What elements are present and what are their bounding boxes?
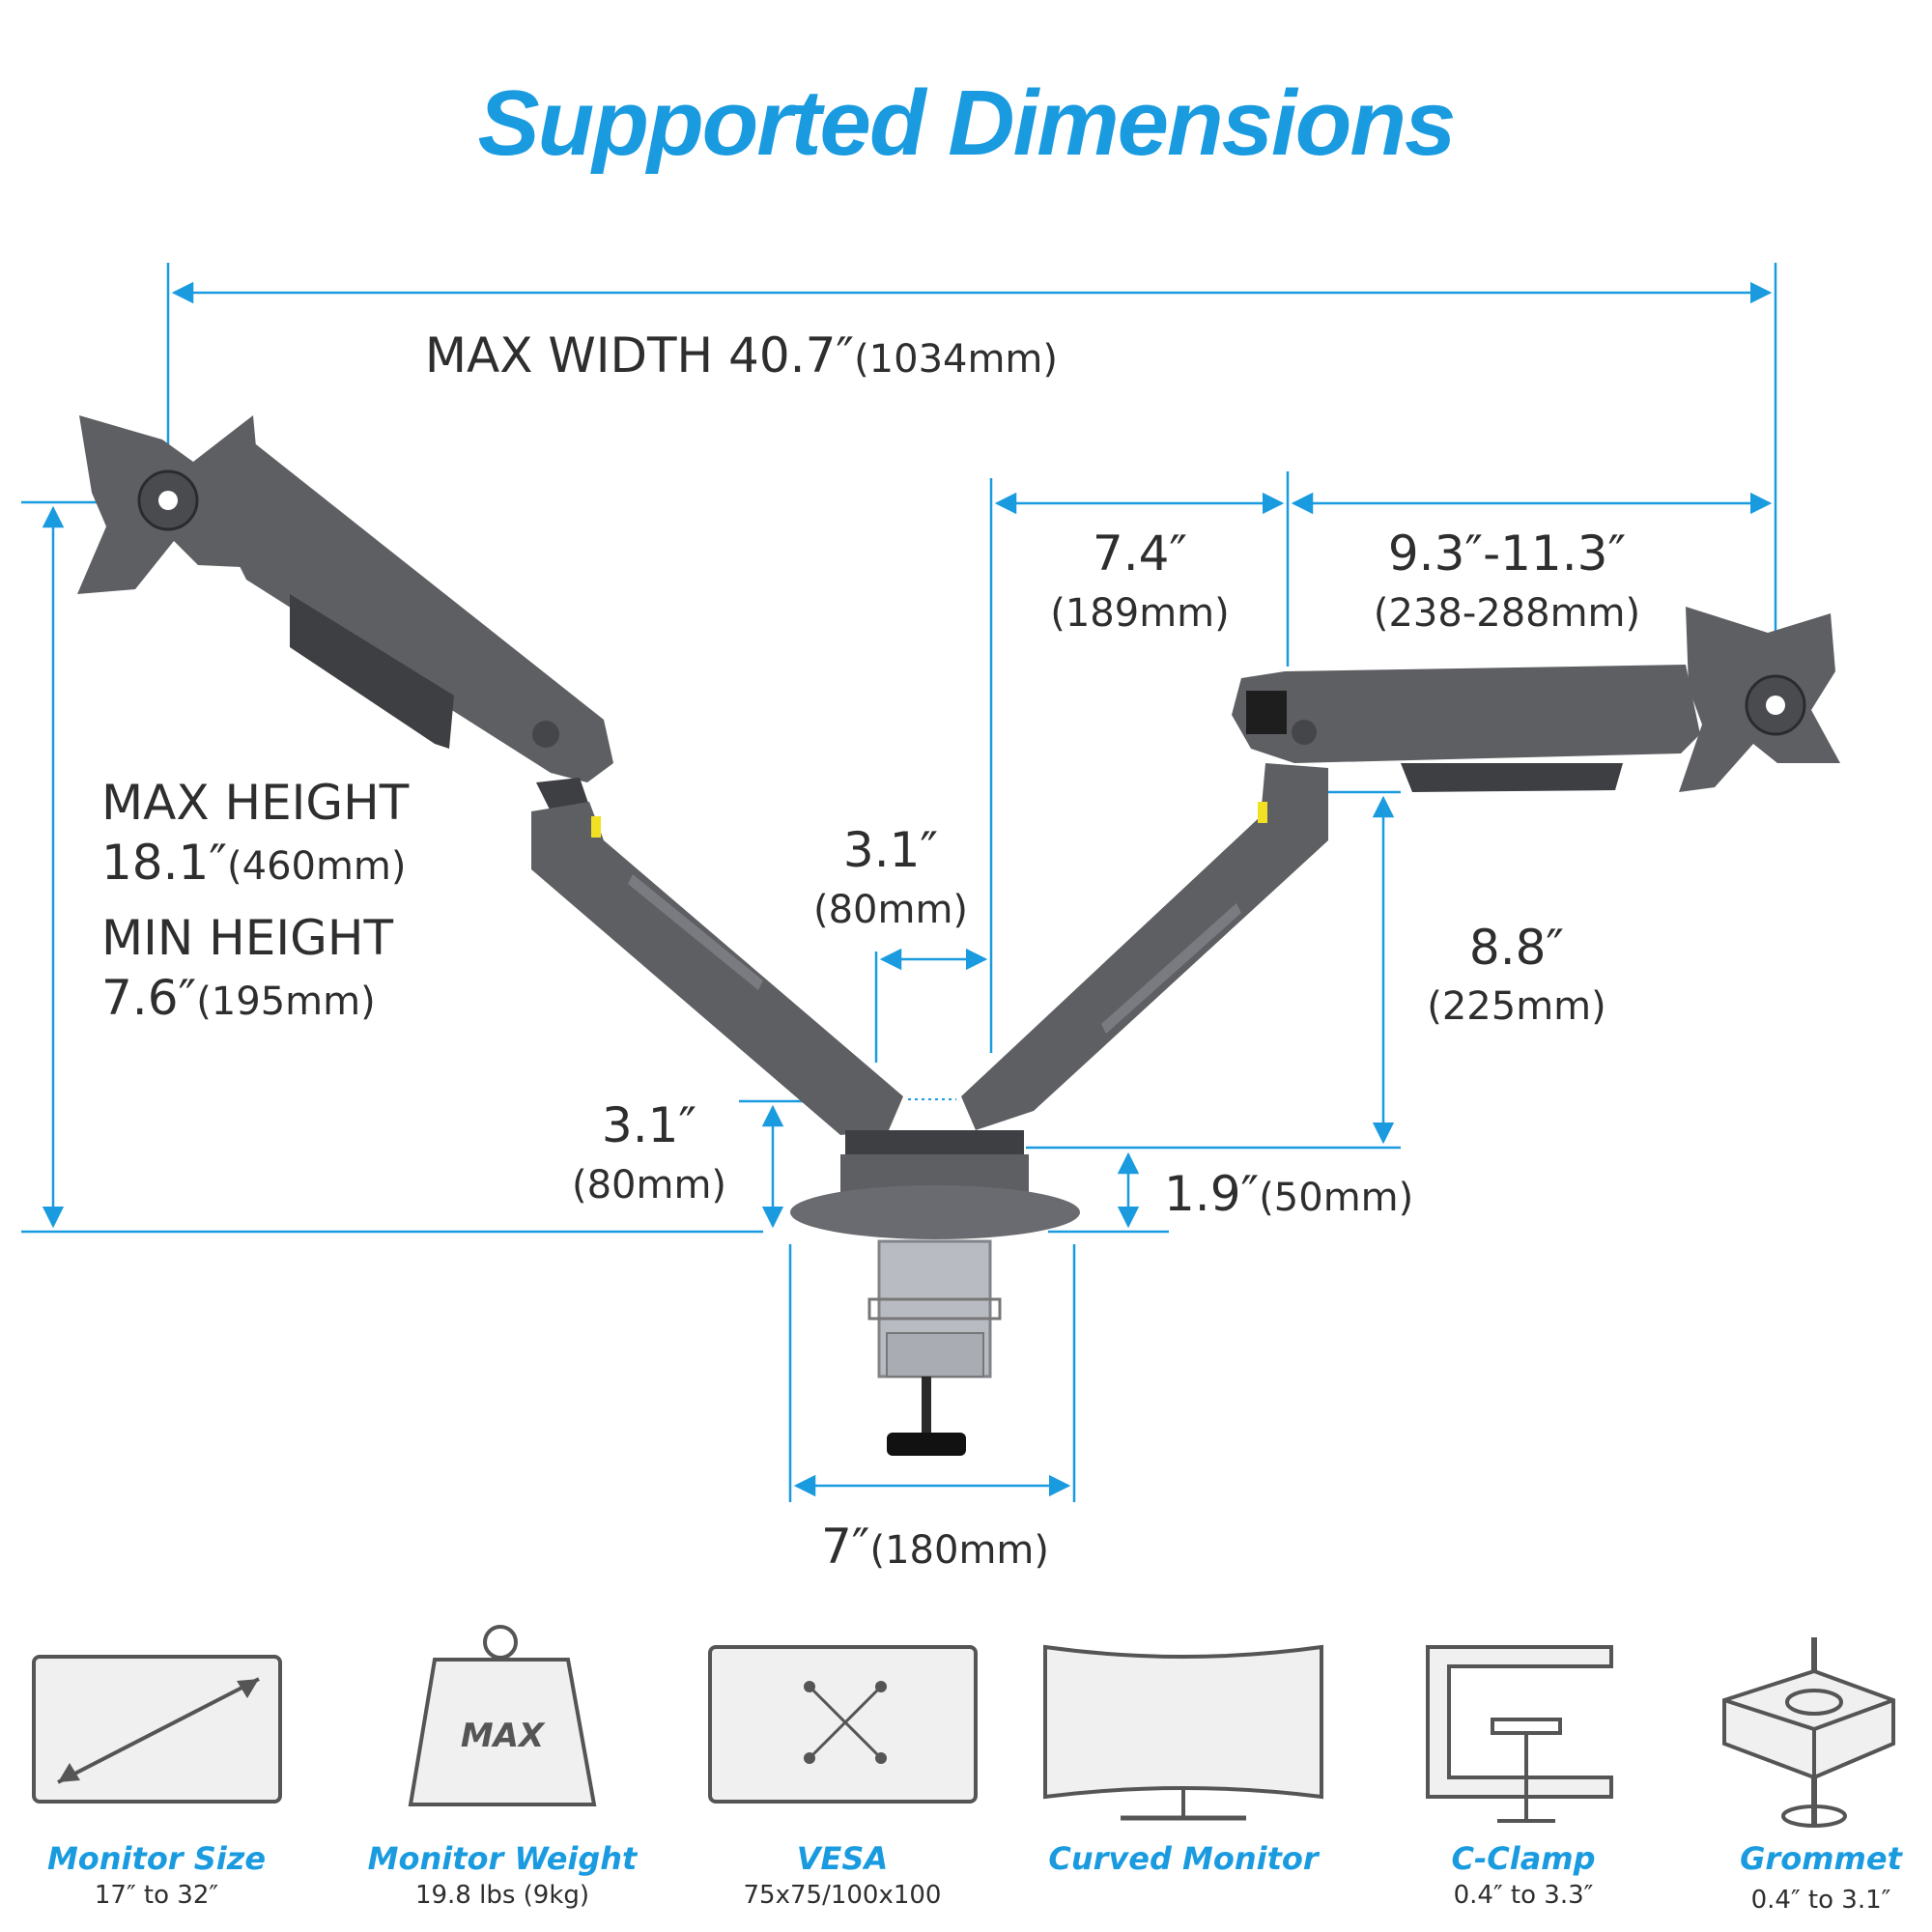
min-height-sub: (195mm) <box>196 980 376 1024</box>
feature-title-grommet: Grommet <box>1740 1840 1903 1877</box>
base-offset-sub: (50mm) <box>1259 1176 1413 1220</box>
base-width-main: 7″ <box>821 1519 870 1575</box>
base-offset-main: 1.9″ <box>1164 1166 1259 1222</box>
svg-text:1.9″(50mm): 1.9″(50mm) <box>1164 1166 1413 1222</box>
vesa-icon <box>708 1645 978 1804</box>
pole-gap-dimension: 3.1″ (80mm) <box>813 822 988 1100</box>
base-height-main: 3.1″ <box>602 1097 696 1153</box>
weight-icon: MAX <box>408 1625 597 1806</box>
feature-title-monitor-size: Monitor Size <box>47 1840 266 1877</box>
max-height-main: 18.1″ <box>101 835 227 891</box>
feature-value-c-clamp: 0.4″ to 3.3″ <box>1454 1881 1594 1910</box>
left-upper-arm <box>227 444 613 782</box>
pole-gap-sub: (80mm) <box>813 888 968 932</box>
feature-title-monitor-weight: Monitor Weight <box>368 1840 639 1877</box>
arm-segment-dimension: 7.4″ (189mm) <box>989 471 1290 1053</box>
right-lower-arm <box>961 763 1328 1130</box>
base-plate <box>790 1185 1080 1239</box>
arm-base <box>840 1154 1029 1193</box>
feature-value-monitor-size: 17″ to 32″ <box>95 1881 219 1910</box>
arm-extension-main: 9.3″-11.3″ <box>1388 526 1626 582</box>
c-clamp-icon <box>1426 1645 1613 1823</box>
max-width-sub: (1034mm) <box>854 337 1058 382</box>
monitor-arm-illustration <box>77 415 1840 1456</box>
svg-text:MAX WIDTH 40.7″(1034mm): MAX WIDTH 40.7″(1034mm) <box>425 327 1058 384</box>
min-height-main: 7.6″ <box>101 970 196 1026</box>
feature-title-vesa: VESA <box>797 1840 888 1877</box>
height-dimension: MAX HEIGHT 18.1″(460mm) MIN HEIGHT 7.6″(… <box>21 500 763 1234</box>
weight-icon-text: MAX <box>461 1717 546 1755</box>
clamp-knob <box>887 1433 966 1456</box>
monitor-size-icon <box>32 1655 282 1804</box>
left-lower-arm <box>531 802 903 1135</box>
svg-text:18.1″(460mm): 18.1″(460mm) <box>101 835 407 891</box>
curved-monitor-icon <box>1043 1644 1323 1821</box>
feature-title-curved-monitor: Curved Monitor <box>1048 1840 1321 1877</box>
max-height-label: MAX HEIGHT <box>101 775 410 831</box>
base-width-sub: (180mm) <box>870 1528 1050 1573</box>
feature-value-vesa: 75x75/100x100 <box>744 1881 942 1910</box>
pole-gap-main: 3.1″ <box>843 822 938 878</box>
max-width-dimension: MAX WIDTH 40.7″(1034mm) <box>166 263 1777 691</box>
svg-text:7.6″(195mm): 7.6″(195mm) <box>101 970 376 1026</box>
arm-lift-dimension: 8.8″ (225mm) <box>1026 790 1606 1150</box>
min-height-label: MIN HEIGHT <box>101 910 393 966</box>
max-height-sub: (460mm) <box>227 844 407 889</box>
grommet-icon <box>1722 1637 1895 1828</box>
base-height-sub: (80mm) <box>572 1163 726 1208</box>
right-upper-arm <box>1232 665 1700 763</box>
arm-lift-sub: (225mm) <box>1427 984 1606 1029</box>
max-width-main: MAX WIDTH 40.7″ <box>425 327 854 384</box>
feature-value-monitor-weight: 19.8 lbs (9kg) <box>415 1881 589 1910</box>
page-title: Supported Dimensions <box>478 71 1455 175</box>
arm-segment-sub: (189mm) <box>1050 591 1230 636</box>
base-height-dimension: 3.1″ (80mm) <box>572 1097 807 1229</box>
arm-segment-main: 7.4″ <box>1093 526 1187 582</box>
base-width-dimension: 7″(180mm) <box>788 1244 1076 1575</box>
arm-extension-sub: (238-288mm) <box>1374 591 1640 636</box>
feature-value-grommet: 0.4″ to 3.1″ <box>1751 1886 1891 1915</box>
base-offset-dimension: 1.9″(50mm) <box>1048 1151 1413 1234</box>
svg-text:7″(180mm): 7″(180mm) <box>821 1519 1049 1575</box>
arm-lift-main: 8.8″ <box>1469 920 1564 976</box>
feature-title-c-clamp: C-Clamp <box>1451 1840 1595 1877</box>
arm-extension-dimension: 9.3″-11.3″ (238-288mm) <box>1291 492 1773 636</box>
